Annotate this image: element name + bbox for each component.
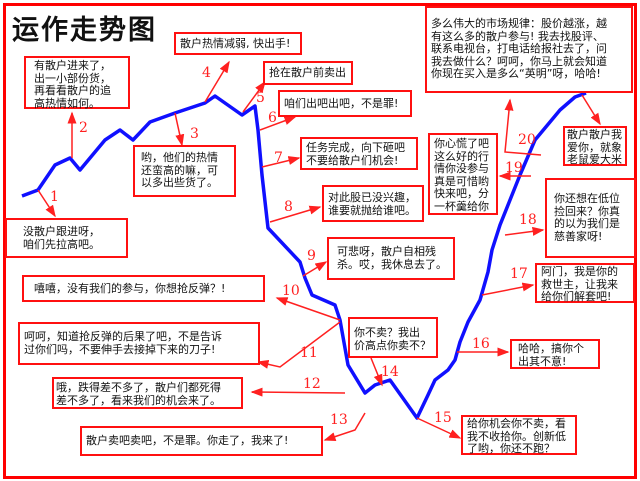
step-number: 17 [510,266,528,282]
diagram-title: 运作走势图 [12,15,157,46]
step-number: 3 [190,126,199,142]
arrow-13 [323,412,366,441]
callout-8: 对此股已没兴趣， 谁要就抛给谁吧。 [322,185,424,222]
arrow-14 [370,357,383,387]
callout-17: 阿门，我是你的 救世主，让我来 给你们解套吧! [535,263,635,303]
arrow-9 [302,261,328,277]
callout-arrows [37,60,601,441]
step-number: 1 [50,189,59,205]
step-number: 15 [434,410,452,426]
callout-10: 嘻嘻，没有我们的参与，你想抢反弹？! [22,275,265,302]
step-numbers: 1 2 3 4 5 6 7 8 9 10 11 12 13 14 15 16 1… [50,65,537,428]
callout-12: 哦，跌得差不多了，散户们都死得 差不多了，看来我们的机会来了。 [52,377,243,409]
callout-2: 有散户进来了， 出一小部份货， 再看看散户的追 高热情如何。 [24,56,130,109]
callout-14: 你不卖？我出 价高点你卖不？ [348,317,438,358]
callout-6: 咱们出吧出吧，不是罪! [278,90,412,117]
arrow-3 [174,112,185,147]
step-number: 14 [381,364,399,380]
step-number: 18 [519,212,537,228]
arrow-15 [416,417,462,439]
arrow-7 [261,156,301,168]
callout-16: 哈哈，搞你个 出其不意! [510,339,600,369]
step-number: 4 [202,65,211,81]
step-number: 10 [282,283,300,299]
step-number: 19 [505,160,523,176]
callout-3: 哟，他们的热情 还蛮高的嘛，可 以多出些货了。 [133,145,236,197]
step-number: 6 [268,110,277,126]
callout-15: 给你机会你不卖，看 我不收拾你。创新低 了哟，你还不跑？ [461,415,577,455]
arrow-17 [481,282,535,296]
arrow-6 [259,116,297,131]
arrow-18 [504,226,545,236]
callout-4: 散户热情减弱, 快出手! [174,32,302,55]
step-number: 7 [274,150,283,166]
callout-20: 多么伟大的市场规律：股价越涨，越 有这么多的散户参与! 我去找股评、 联系电视台… [425,6,633,93]
step-number: 12 [303,376,321,392]
callout-end: 散户散户我 爱你，就象 老鼠爱大米 [563,126,627,166]
callout-18: 你还想在低位 捡回来？你真 的以为我们是 慈善家呀! [545,178,636,258]
arrow-20 [504,98,542,156]
step-number: 8 [284,199,293,215]
step-number: 11 [300,345,318,361]
callout-1: 没散户跟进呀， 咱们先拉高吧。 [5,218,128,258]
callout-19: 你心慌了吧 这么好的行 情你没参与 真是可惜哟 快来吧，分 一杯羹给你 [428,133,498,215]
arrow-end [581,94,601,126]
arrow-12 [250,387,346,397]
step-number: 13 [330,412,348,428]
step-number: 5 [256,90,265,106]
arrow-5 [242,80,266,113]
callout-7: 任务完成，向下砸吧 不要给散户们机会! [300,137,418,170]
arrow-1 [37,189,56,218]
step-number: 20 [518,132,536,148]
arrow-8 [269,205,322,223]
step-number: 16 [472,336,490,352]
step-number: 2 [79,120,88,136]
callout-5: 抢在散户前卖出 [263,61,353,85]
callout-9: 可悲呀，散户自相残 杀。哎，我休息去了。 [327,237,455,280]
callout-13: 散户卖吧卖吧，不是罪。你走了，我来了! [80,426,323,456]
arrow-4 [204,60,230,103]
arrow-10 [275,297,341,321]
step-number: 9 [307,248,316,264]
arrow-11 [256,321,341,369]
callout-11: 呵呵，知道抢反弹的后果了吧，不是告诉 过你们吗，不要伸手去接掉下来的刀子! [18,322,260,365]
